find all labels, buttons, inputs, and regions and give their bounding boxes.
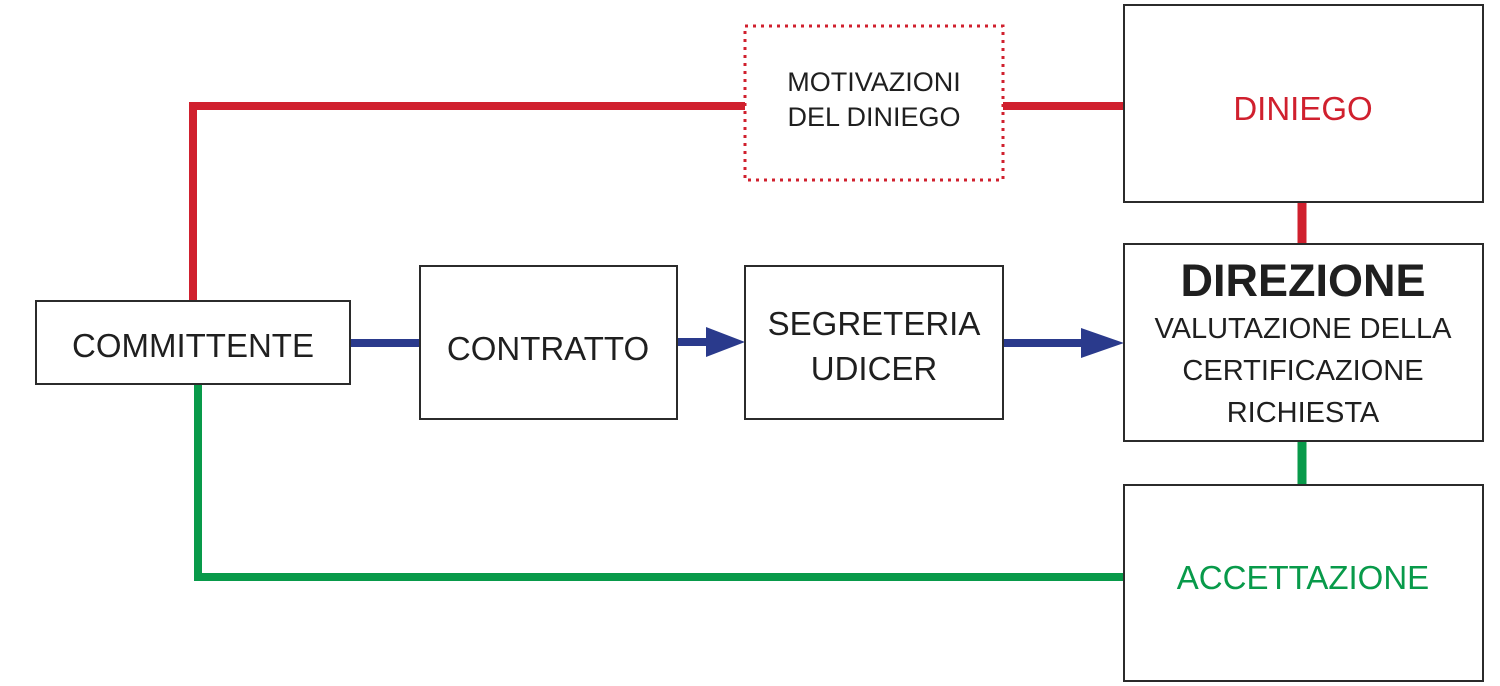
diniego-node: DINIEGO [1123, 4, 1484, 203]
contratto-label: CONTRATTO [447, 330, 649, 367]
segreteria-label-line1: SEGRETERIA [768, 305, 981, 342]
motivazioni-label-line2: DEL DINIEGO [787, 102, 960, 132]
motivazioni-label-line1: MOTIVAZIONI [787, 67, 961, 97]
segreteria-label-line2: UDICER [811, 350, 938, 387]
diniego-label: DINIEGO [1233, 90, 1372, 127]
committente-label: COMMITTENTE [72, 327, 314, 364]
reject-path-line [189, 102, 745, 300]
flow-arrowhead-direzione [1081, 328, 1124, 358]
motivazioni-node: MOTIVAZIONI DEL DINIEGO [743, 24, 1005, 182]
accept-path-line [194, 385, 1124, 581]
direzione-node: DIREZIONE VALUTAZIONE DELLA CERTIFICAZIO… [1123, 243, 1484, 442]
accettazione-node: ACCETTAZIONE [1123, 484, 1484, 682]
contratto-node: CONTRATTO [419, 265, 678, 420]
direzione-label-line2: CERTIFICAZIONE [1182, 355, 1423, 387]
accettazione-label: ACCETTAZIONE [1177, 559, 1429, 596]
direzione-label-line1: VALUTAZIONE DELLA [1154, 313, 1452, 345]
committente-node: COMMITTENTE [35, 300, 351, 385]
direzione-title: DIREZIONE [1180, 255, 1425, 306]
flow-arrowhead-segreteria [706, 327, 745, 357]
segreteria-node: SEGRETERIA UDICER [744, 265, 1004, 420]
direzione-label-line3: RICHIESTA [1227, 397, 1380, 429]
